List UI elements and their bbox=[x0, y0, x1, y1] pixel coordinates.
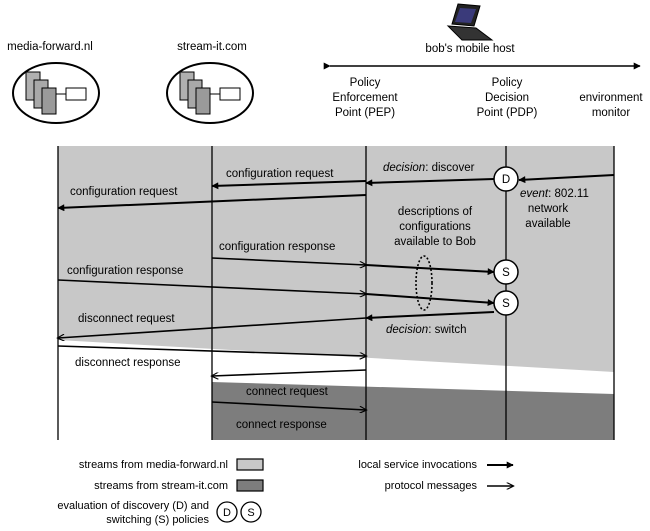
event-label-line3: available bbox=[525, 218, 570, 230]
svg-text:S: S bbox=[502, 298, 510, 310]
arrow-config-response-mf-to-pdp bbox=[365, 293, 495, 307]
config-response-si-label: configuration response bbox=[219, 241, 335, 253]
svg-text:D: D bbox=[502, 174, 510, 186]
legend-local-label: local service invocations bbox=[358, 459, 477, 471]
legend: streams from media-forward.nl streams fr… bbox=[57, 458, 513, 526]
svg-text:Point (PEP): Point (PEP) bbox=[335, 107, 395, 119]
svg-text:Decision: Decision bbox=[485, 92, 529, 104]
host-label-media-forward: media-forward.nl bbox=[7, 41, 93, 53]
config-request-mf-label: configuration request bbox=[70, 186, 178, 198]
legend-evaluation-label-2: switching (S) policies bbox=[106, 514, 209, 526]
event-label: event: 802.11 bbox=[520, 188, 589, 200]
legend-evaluation-label-1: evaluation of discovery (D) and bbox=[57, 500, 209, 512]
arrow-config-response-mf bbox=[57, 279, 366, 294]
svg-text:descriptions of: descriptions of bbox=[398, 206, 473, 218]
arrow-connect-response bbox=[211, 401, 366, 410]
legend-s-letter: S bbox=[247, 507, 254, 519]
legend-mf-streams-label: streams from media-forward.nl bbox=[79, 459, 228, 471]
svg-text:monitor: monitor bbox=[592, 107, 631, 119]
config-request-pep-label: configuration request bbox=[226, 168, 334, 180]
pep-label: Policy Enforcement Point (PEP) bbox=[332, 77, 398, 119]
arrow-config-response-si-to-pdp bbox=[365, 264, 495, 276]
switch-evaluation-marker-1: S bbox=[493, 259, 519, 285]
disconnect-request-label: disconnect request bbox=[78, 313, 175, 325]
disconnect-response-label: disconnect response bbox=[75, 357, 180, 369]
svg-text:environment: environment bbox=[579, 92, 643, 104]
decision-discover-label: decision: discover bbox=[383, 162, 475, 174]
arrow-config-request-mf bbox=[57, 194, 367, 212]
arrow-disconnect-response bbox=[57, 345, 366, 356]
legend-si-streams-label: streams from stream-it.com bbox=[94, 480, 228, 492]
legend-d-marker bbox=[216, 501, 238, 523]
stream-it-stream-region bbox=[212, 382, 614, 440]
legend-d-letter: D bbox=[223, 507, 231, 519]
config-response-mf-label: configuration response bbox=[67, 265, 183, 277]
arrow-connect-request bbox=[212, 369, 367, 376]
laptop-icon bbox=[446, 3, 494, 41]
arrow-disconnect-request bbox=[58, 317, 367, 338]
connect-response-label: connect response bbox=[236, 419, 327, 431]
server-icon-media-forward bbox=[12, 62, 100, 124]
arrow-decision-discover bbox=[365, 178, 495, 187]
legend-protocol-label: protocol messages bbox=[385, 480, 478, 492]
descriptions-label: descriptions of configurations available… bbox=[394, 206, 476, 248]
host-label-stream-it: stream-it.com bbox=[177, 41, 247, 53]
svg-text:configurations: configurations bbox=[399, 221, 471, 233]
legend-s-marker bbox=[240, 501, 262, 523]
arrow-config-response-si bbox=[211, 257, 366, 265]
descriptions-grouping-ellipse bbox=[415, 255, 433, 311]
decision-switch-label: decision: switch bbox=[386, 324, 467, 336]
arrow-event-to-pdp bbox=[518, 174, 615, 184]
arrow-config-request-pep bbox=[211, 180, 367, 190]
arrow-decision-switch bbox=[365, 311, 495, 322]
mobile-host-label: bob's mobile host bbox=[425, 43, 515, 55]
env-monitor-label: environment monitor bbox=[579, 92, 643, 119]
svg-text:available to Bob: available to Bob bbox=[394, 236, 476, 248]
server-icon-stream-it bbox=[166, 62, 254, 124]
connect-request-label: connect request bbox=[246, 386, 329, 398]
svg-text:Point (PDP): Point (PDP) bbox=[477, 107, 538, 119]
switch-evaluation-marker-2: S bbox=[493, 290, 519, 316]
svg-text:Policy: Policy bbox=[492, 77, 523, 89]
legend-si-swatch bbox=[236, 479, 264, 492]
legend-mf-swatch bbox=[236, 458, 264, 471]
pdp-label: Policy Decision Point (PDP) bbox=[477, 77, 538, 119]
svg-text:Enforcement: Enforcement bbox=[332, 92, 398, 104]
svg-text:S: S bbox=[502, 267, 510, 279]
discover-evaluation-marker: D bbox=[493, 166, 519, 192]
svg-text:Policy: Policy bbox=[350, 77, 381, 89]
event-label-line2: network bbox=[528, 203, 569, 215]
